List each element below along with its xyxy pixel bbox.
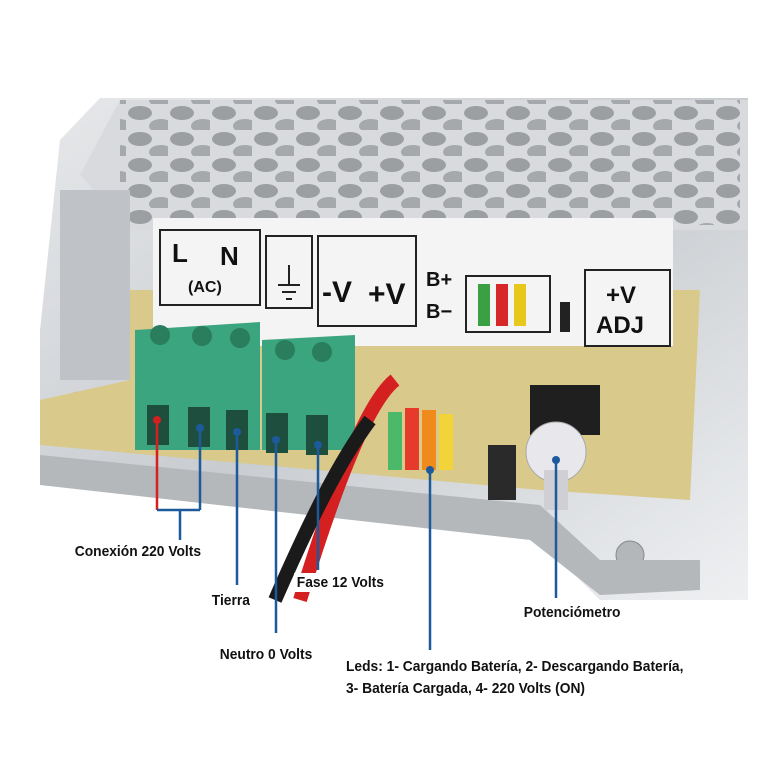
label-neg-v: -V (322, 276, 352, 309)
annotation-lines (155, 420, 558, 650)
black-wire (268, 415, 376, 603)
label-conexion-220: Conexión 220 Volts (72, 542, 204, 561)
push-button (488, 445, 516, 500)
annotation-dots (153, 416, 560, 474)
terminal-block (135, 322, 355, 455)
label-leds: Leds: 1- Cargando Batería, 2- Descargand… (346, 656, 683, 700)
label-n: N (220, 241, 239, 271)
label-neutro-0: Neutro 0 Volts (217, 645, 316, 664)
leds-line-1: Leds: 1- Cargando Batería, 2- Descargand… (346, 658, 684, 675)
label-l: L (172, 238, 188, 268)
led-indicators (388, 408, 453, 470)
label-potenciometro: Potenciómetro (521, 603, 624, 622)
label-pos-v: +V (368, 278, 406, 311)
leds-line-2: 3- Batería Cargada, 4- 220 Volts (ON) (346, 680, 586, 697)
label-ac: (AC) (188, 279, 222, 296)
label-b-plus: B+ (426, 269, 452, 291)
label-tierra: Tierra (209, 591, 253, 610)
label-adj: ADJ (596, 312, 644, 339)
label-b-minus: B− (426, 301, 452, 323)
label-fase-12: Fase 12 Volts (294, 573, 387, 592)
label-adj-v: +V (606, 282, 636, 309)
